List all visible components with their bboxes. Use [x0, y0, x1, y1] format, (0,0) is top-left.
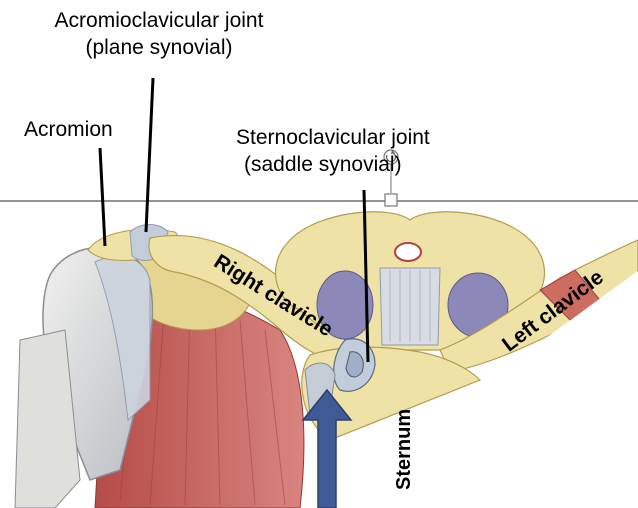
acromion-label: Acromion [24, 116, 113, 143]
acromioclavicular-label: Acromioclavicular joint (plane synovial) [38, 7, 280, 61]
resize-handle-icon[interactable] [385, 194, 397, 206]
sternum-label: Sternum [393, 409, 416, 490]
spinal-canal [395, 243, 421, 261]
sternoclavicular-title: Sternoclavicular joint [236, 124, 430, 151]
acromioclavicular-title: Acromioclavicular joint [38, 7, 280, 34]
sternoclavicular-label: Sternoclavicular joint (saddle synovial) [236, 124, 430, 178]
acromioclavicular-subtitle: (plane synovial) [38, 34, 280, 61]
sternoclavicular-subtitle: (saddle synovial) [236, 151, 430, 178]
